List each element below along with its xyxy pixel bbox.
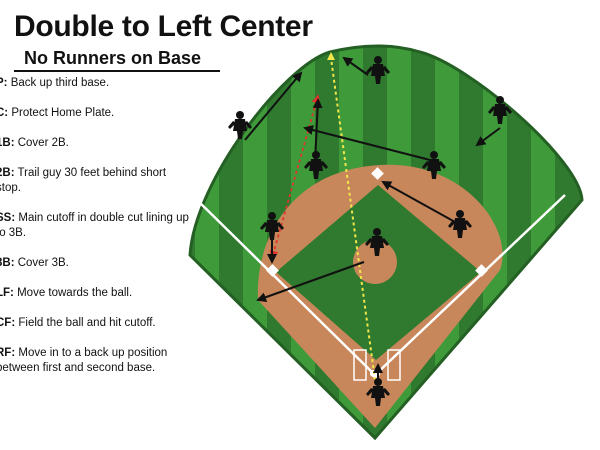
left-fielder-silhouette: [228, 111, 252, 139]
legend-abbr: LF:: [0, 287, 14, 299]
diagram-title: Double to Left Center: [14, 10, 313, 43]
lf-movement-arrow: [244, 71, 303, 141]
legend-abbr: 1B:: [0, 137, 15, 149]
legend-item-left-field: LF: Move towards the ball.: [0, 286, 192, 301]
first-baseman-silhouette: [448, 210, 472, 238]
legend-desc: Move in to a back up position between fi…: [0, 347, 168, 374]
legend-abbr: C:: [0, 107, 9, 119]
rf-movement-arrow: [475, 127, 501, 147]
left-batter-box: [353, 349, 367, 381]
legend-desc: Cover 3B.: [17, 257, 69, 269]
legend-desc: Main cutoff in double cut lining up to 3…: [0, 212, 189, 239]
shortstop-silhouette: [304, 151, 328, 179]
legend-item-right-field: RF: Move in to a back up position betwee…: [0, 346, 192, 376]
legend-desc: Protect Home Plate.: [11, 107, 115, 119]
legend-abbr: 2B:: [0, 167, 15, 179]
legend-desc: Move towards the ball.: [17, 287, 133, 299]
legend-abbr: CF:: [0, 317, 16, 329]
second-baseman-silhouette: [422, 151, 446, 179]
legend-item-pitcher: P: Back up third base.: [0, 76, 192, 91]
diagram-subtitle: No Runners on Base: [24, 48, 202, 68]
third-base: [266, 264, 279, 277]
ball-landing-marker: [327, 52, 335, 60]
catcher-silhouette: [366, 378, 390, 406]
right-batter-box: [387, 349, 401, 381]
legend-item-center-field: CF: Field the ball and hit cutoff.: [0, 316, 192, 331]
legend-item-third-base: 3B: Cover 3B.: [0, 256, 192, 271]
legend-item-second-base: 2B: Trail guy 30 feet behind short stop.: [0, 166, 192, 196]
first-base: [475, 264, 488, 277]
third-baseman-silhouette: [260, 212, 284, 240]
first-base-foul-line: [374, 194, 566, 376]
legend-desc: Trail guy 30 feet behind short stop.: [0, 167, 167, 194]
relay-throw-path: [269, 94, 321, 260]
pitchers-mound: [353, 240, 397, 284]
subtitle-underline: [14, 70, 220, 72]
ball-path: [330, 57, 376, 381]
legend-abbr: SS:: [0, 212, 16, 224]
legend-item-shortstop: SS: Main cutoff in double cut lining up …: [0, 211, 192, 241]
cf-movement-arrow: [342, 56, 369, 76]
pitcher-silhouette: [365, 228, 389, 256]
right-fielder-silhouette: [488, 96, 512, 124]
pitcher-movement-arrow: [256, 261, 365, 303]
legend-abbr: 3B:: [0, 257, 15, 269]
third-base-foul-line: [191, 194, 376, 376]
legend-desc: Cover 2B.: [17, 137, 69, 149]
fielders: [228, 56, 512, 406]
ss-trail-arrow: [303, 125, 431, 161]
center-fielder-silhouette: [366, 56, 390, 84]
first-base-movement-arrow: [381, 181, 456, 223]
second-base: [371, 167, 384, 180]
legend-desc: Back up third base.: [10, 77, 110, 89]
legend-item-first-base: 1B: Cover 2B.: [0, 136, 192, 151]
legend-desc: Field the ball and hit cutoff.: [18, 317, 156, 329]
legend-abbr: P:: [0, 77, 8, 89]
legend-item-catcher: C: Protect Home Plate.: [0, 106, 192, 121]
legend-abbr: RF:: [0, 347, 16, 359]
